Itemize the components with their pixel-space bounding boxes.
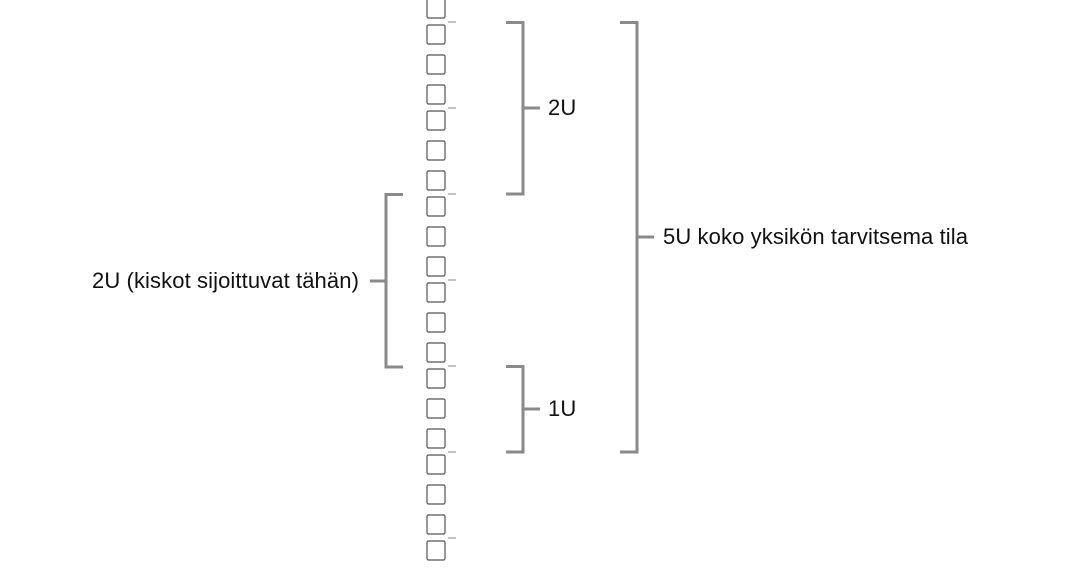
rack-hole <box>426 428 446 449</box>
bracket-top-2u <box>506 21 540 196</box>
rack-hole <box>426 342 446 363</box>
rack-hole <box>426 312 446 333</box>
rack-hole <box>426 282 446 303</box>
rack-hole <box>426 514 446 535</box>
label-bottom-1u: 1U <box>548 396 577 421</box>
bracket-rails-2u <box>370 193 403 369</box>
rack-unit-ticks <box>448 21 456 539</box>
rack-hole <box>426 226 446 247</box>
rack-hole <box>426 170 446 191</box>
rack-hole <box>426 368 446 389</box>
rack-hole <box>426 454 446 475</box>
rack-mounting-holes <box>426 0 446 561</box>
label-top-2u: 2U <box>548 95 577 120</box>
rack-hole <box>426 484 446 505</box>
rack-hole <box>426 0 446 19</box>
rack-hole <box>426 398 446 419</box>
rack-hole <box>426 140 446 161</box>
label-total-5u: 5U koko yksikön tarvitsema tila <box>663 224 969 249</box>
rack-hole <box>426 256 446 277</box>
rack-hole <box>426 540 446 561</box>
rack-hole <box>426 24 446 45</box>
rack-hole <box>426 84 446 105</box>
label-rails-2u: 2U (kiskot sijoittuvat tähän) <box>91 268 359 293</box>
rack-hole <box>426 196 446 217</box>
bracket-bottom-1u <box>506 365 540 454</box>
rack-hole <box>426 54 446 75</box>
bracket-total-5u <box>620 21 654 454</box>
rack-hole <box>426 110 446 131</box>
